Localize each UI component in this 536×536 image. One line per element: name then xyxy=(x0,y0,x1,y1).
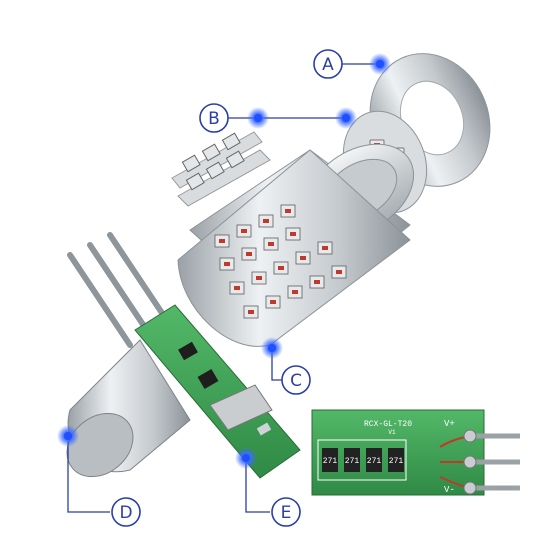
driver-board xyxy=(134,304,301,479)
pcb-vplus-label: V+ xyxy=(444,419,455,429)
callout-d-label: D xyxy=(119,503,132,523)
resistor-array: 271 271 271 271 xyxy=(322,448,404,472)
callout-c-label: C xyxy=(290,371,302,391)
bulb-pins xyxy=(67,232,173,348)
pcb-closeup: RCX-GL-T20 V1 V+ V- 271 271 271 271 xyxy=(311,409,520,496)
resistor-2: 271 xyxy=(345,457,360,466)
callout-b: B xyxy=(199,103,229,133)
callout-d: D xyxy=(111,497,141,527)
bulb-base xyxy=(66,339,191,478)
resistor-4: 271 xyxy=(389,457,404,466)
pcb-model-label: RCX-GL-T20 xyxy=(364,420,412,429)
pcb-vminus-label: V- xyxy=(444,485,455,495)
callout-e-label: E xyxy=(281,503,292,523)
pcb-version-label: V1 xyxy=(388,429,396,436)
callout-dots xyxy=(57,53,391,469)
callout-e: E xyxy=(271,497,301,527)
callout-a: A xyxy=(313,49,343,79)
led-strip xyxy=(171,131,271,207)
resistor-1: 271 xyxy=(323,457,338,466)
led-cylinder xyxy=(177,143,415,347)
pcb-leads xyxy=(439,429,520,495)
callout-lines xyxy=(67,63,380,513)
callout-c: C xyxy=(281,365,311,395)
resistor-3: 271 xyxy=(367,457,382,466)
callout-a-label: A xyxy=(322,55,334,75)
callout-b-label: B xyxy=(208,109,220,129)
